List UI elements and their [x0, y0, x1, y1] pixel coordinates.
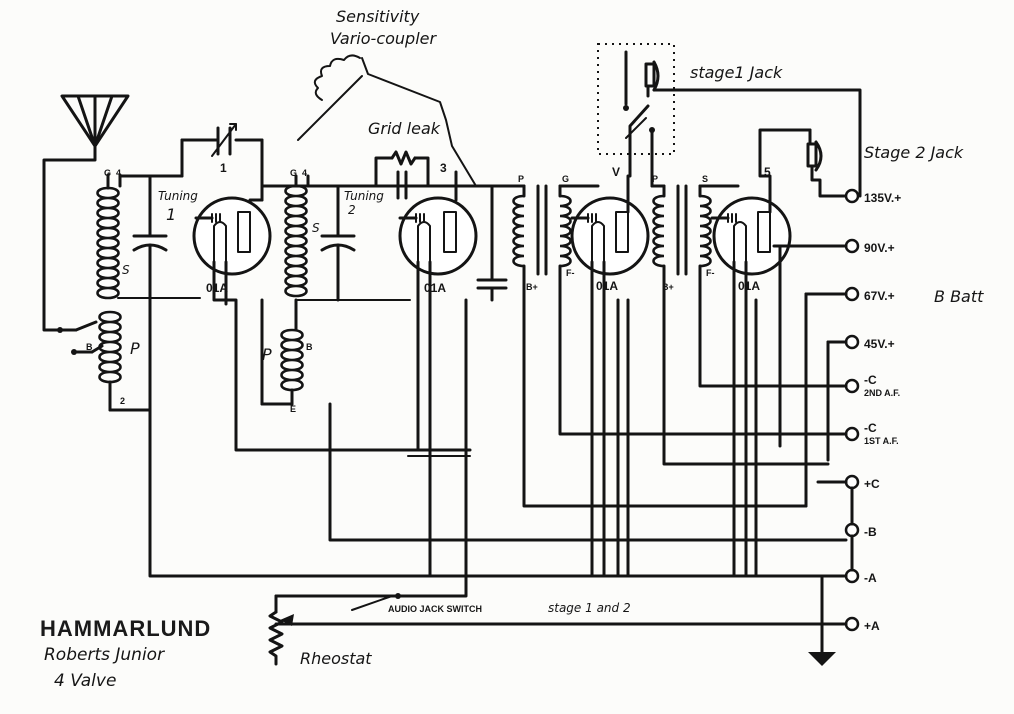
- coil2-b-label: B: [306, 342, 313, 352]
- coil1-s-label: S: [122, 263, 130, 277]
- stage2-jack-label: Stage 2 Jack: [864, 143, 964, 162]
- tuning-capacitor-1: [117, 174, 201, 300]
- audio-transformer-2: [650, 184, 740, 282]
- terminal-c2-sub: 2ND A.F.: [864, 388, 900, 398]
- tube-2-amplifier: [398, 170, 508, 302]
- tube-4-second-audio: [710, 128, 802, 302]
- b-batt-label: B Batt: [934, 287, 984, 306]
- terminal-c1-sub: 1ST A.F.: [864, 436, 899, 446]
- audio-jack-switch: [351, 593, 401, 611]
- tube3-type: 01A: [596, 279, 618, 293]
- terminal-plus-a-label: +A: [864, 619, 880, 633]
- sensitivity-label: Sensitivity: [336, 7, 420, 26]
- antenna-coupler-coil: [57, 173, 152, 412]
- tube4-pin: 5: [764, 165, 771, 179]
- coil2-g-label: G: [290, 168, 297, 178]
- terminal-90v-label: 90V.+: [864, 241, 895, 255]
- t1-fminus-label: F-: [566, 268, 575, 278]
- wiring-bus: [108, 244, 848, 666]
- grid-leak-resistor: [374, 150, 430, 200]
- tube2-pin: 3: [440, 161, 447, 175]
- terminal-135v-label: 135V.+: [864, 191, 901, 205]
- audio-transformer-1: [490, 184, 600, 282]
- model-title: Roberts Junior: [44, 645, 165, 665]
- t2-fminus-label: F-: [706, 268, 715, 278]
- t2-s-label: S: [702, 174, 708, 184]
- tuning2-label: Tuning: [344, 189, 384, 203]
- terminal-minus-b-label: -B: [864, 525, 877, 539]
- coil1-g-label: G: [104, 168, 111, 178]
- vario-coupler-coil: [260, 174, 310, 406]
- coil2-4-label: 4: [302, 168, 307, 178]
- t1-bplus-label: B+: [526, 282, 538, 292]
- tube4-type: 01A: [738, 279, 760, 293]
- coil1-2-label: 2: [120, 396, 125, 406]
- coil2-e-label: E: [290, 404, 296, 414]
- tuning1-label: Tuning: [158, 189, 198, 203]
- vario-coupler-label: Vario-coupler: [330, 29, 437, 48]
- terminal-plus-c-label: +C: [864, 477, 880, 491]
- coil1-p-label: P: [130, 339, 140, 358]
- stage2-jack: [798, 128, 850, 198]
- coil2-p-label: P: [262, 345, 272, 364]
- tuning1-number: 1: [166, 205, 176, 224]
- terminal-c1-label: -C: [864, 421, 877, 435]
- tube2-type: 01A: [424, 281, 446, 295]
- grid-leak-label: Grid leak: [368, 119, 441, 138]
- terminal-45v-label: 45V.+: [864, 337, 895, 351]
- terminal-67v-label: 67V.+: [864, 289, 895, 303]
- valve-count: 4 Valve: [54, 671, 116, 691]
- t1-g-label: G: [562, 174, 569, 184]
- vario-coupler-sensitivity: [297, 54, 477, 187]
- tube-3-first-audio: [570, 104, 650, 302]
- rheostat: [268, 574, 468, 666]
- tube1-pin: 1: [220, 161, 227, 175]
- coil1-4-label: 4: [116, 168, 121, 178]
- terminal-minus-a-label: -A: [864, 571, 877, 585]
- antenna-symbol: [42, 94, 130, 332]
- t2-p-label: P: [652, 174, 658, 184]
- t2-bplus-label: B+: [662, 282, 674, 292]
- coil2-s-label: S: [312, 221, 320, 235]
- stage1-jack: [597, 43, 862, 198]
- tube3-pin: V: [612, 165, 620, 179]
- tuning2-number: 2: [348, 203, 356, 217]
- t1-p-label: P: [518, 174, 524, 184]
- terminal-strip: [844, 188, 860, 632]
- audio-switch-label: AUDIO JACK SWITCH: [388, 604, 482, 614]
- tube1-type: 01A: [206, 281, 228, 295]
- tube-1-detector: [148, 123, 312, 302]
- audio-switch-stage-label: stage 1 and 2: [548, 601, 631, 615]
- tuning-capacitor-2: [295, 184, 412, 302]
- brand-title: HAMMARLUND: [40, 616, 211, 641]
- coil1-b-label: B: [86, 342, 93, 352]
- rheostat-label: Rheostat: [300, 649, 372, 668]
- stage1-jack-label: stage1 Jack: [690, 63, 783, 82]
- terminal-c2-label: -C: [864, 373, 877, 387]
